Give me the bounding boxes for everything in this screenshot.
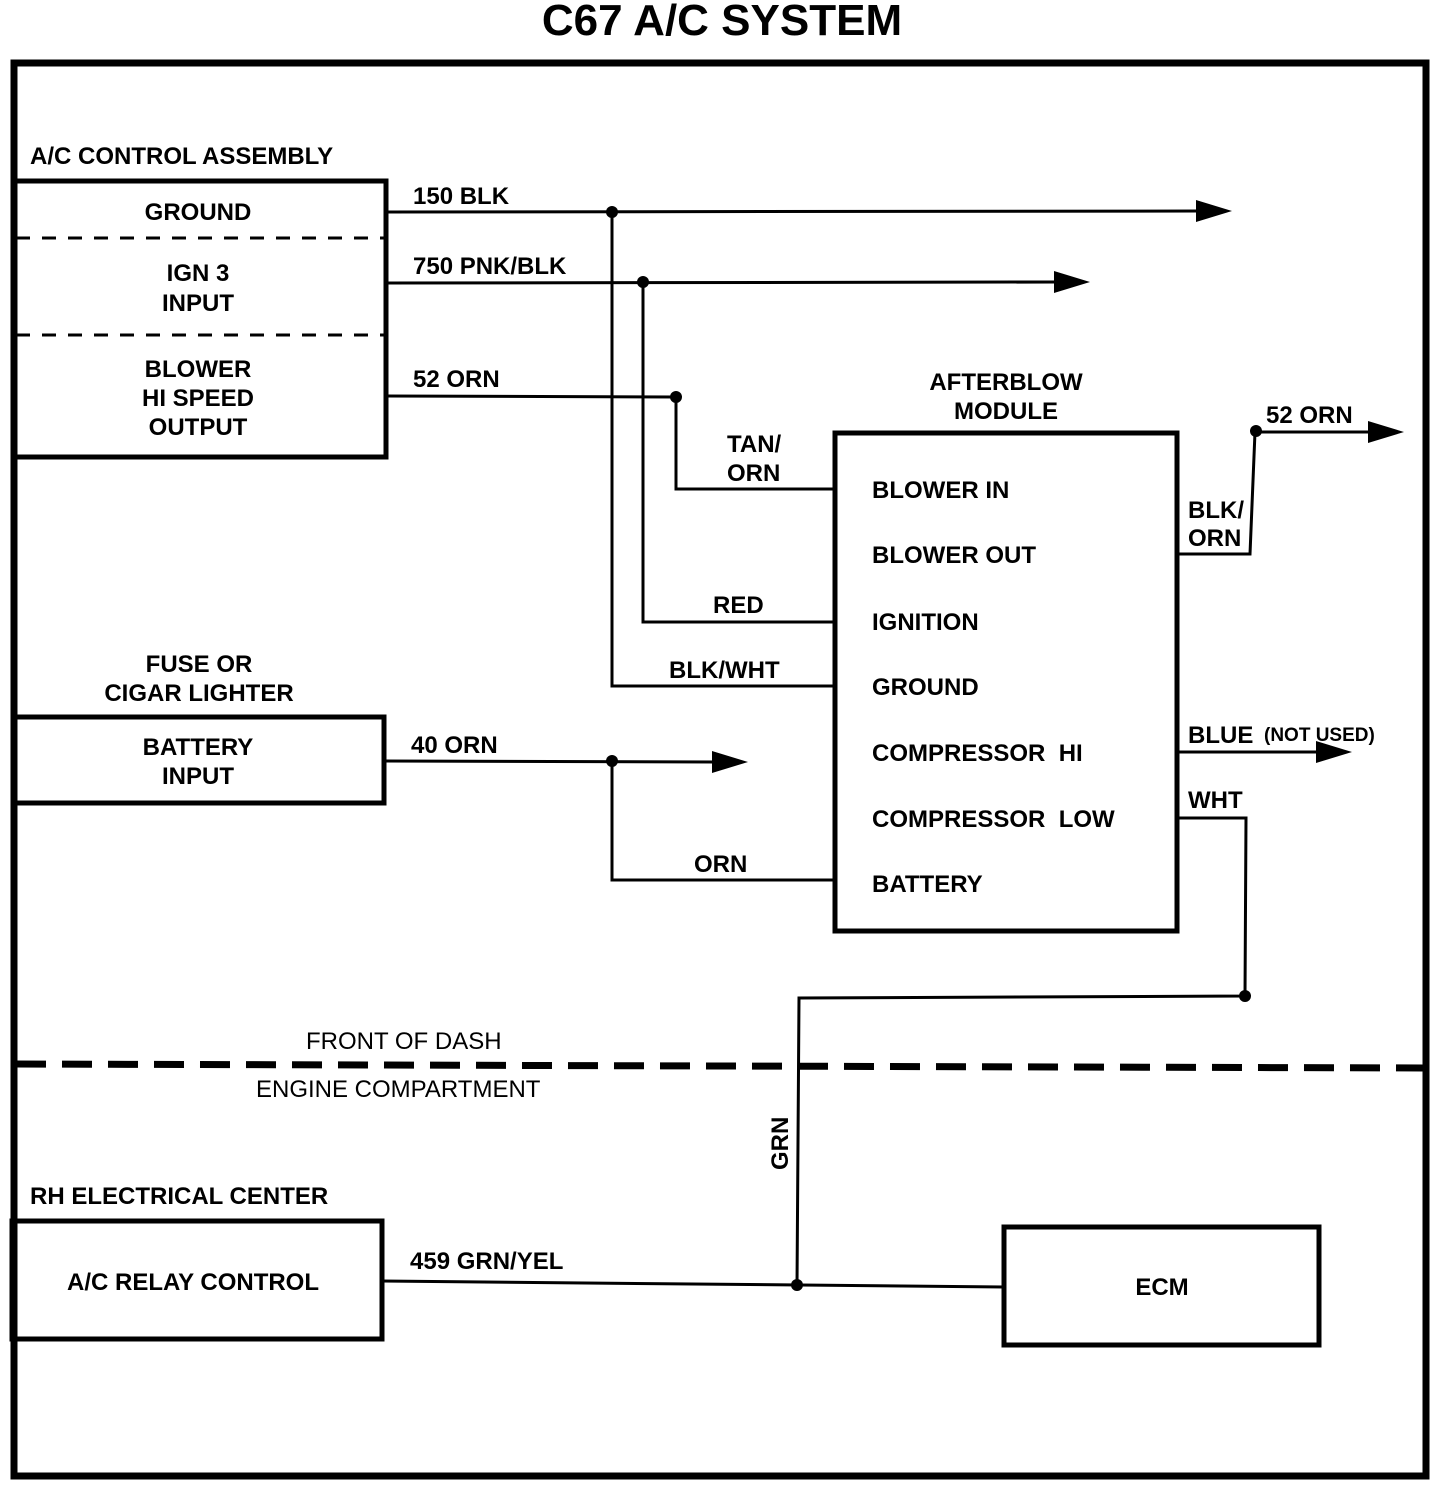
fuse-heading-line2: CIGAR LIGHTER xyxy=(104,680,293,707)
afterblow-pin-compressor-hi: COMPRESSOR HI xyxy=(872,740,1083,767)
dash-divider xyxy=(15,1060,1425,1072)
diagram-title: C67 A/C SYSTEM xyxy=(542,0,902,45)
wire-label-blue: BLUE xyxy=(1188,722,1253,749)
ecm-label: ECM xyxy=(1135,1274,1188,1301)
afterblow-pin-blower-out: BLOWER OUT xyxy=(872,542,1036,569)
wire-750-pnk-blk xyxy=(385,280,1059,285)
afterblow-pin-compressor-low: COMPRESSOR LOW xyxy=(872,806,1115,833)
ac-control-ign-line2: INPUT xyxy=(162,290,234,317)
ac-control-blower-line3: OUTPUT xyxy=(149,414,248,441)
wire-label-750-pnk-blk: 750 PNK/BLK xyxy=(413,253,567,280)
splice-52-orn-out xyxy=(1250,425,1262,437)
wire-label-blk-wht: BLK/WHT xyxy=(669,657,780,684)
label-front-of-dash: FRONT OF DASH xyxy=(306,1028,502,1055)
rh-center-heading: RH ELECTRICAL CENTER xyxy=(30,1183,328,1210)
ecm-box xyxy=(1001,1224,1322,1348)
afterblow-pin-battery: BATTERY xyxy=(872,871,983,898)
splice-459-grn-yel xyxy=(791,1279,803,1291)
afterblow-pin-ignition: IGNITION xyxy=(872,609,979,636)
wire-52-orn xyxy=(385,394,677,399)
wire-label-tan-line2: ORN xyxy=(727,460,780,487)
wire-label-150-blk: 150 BLK xyxy=(413,183,510,210)
wire-orn xyxy=(610,761,835,882)
wire-label-grn: GRN xyxy=(767,1117,794,1170)
wire-label-wht: WHT xyxy=(1188,787,1243,814)
afterblow-heading-line1: AFTERBLOW xyxy=(929,369,1083,396)
afterblow-pin-ground: GROUND xyxy=(872,674,979,701)
wire-label-tan-line1: TAN/ xyxy=(727,431,782,458)
splice-wht xyxy=(1239,990,1251,1002)
wire-label-459-grn-yel: 459 GRN/YEL xyxy=(410,1248,563,1275)
arrow-40-orn xyxy=(712,751,748,773)
rh-center-relay: A/C RELAY CONTROL xyxy=(67,1269,319,1296)
ac-control-blower-line2: HI SPEED xyxy=(142,385,254,412)
ac-control-heading: A/C CONTROL ASSEMBLY xyxy=(30,143,333,170)
wire-label-52-orn: 52 ORN xyxy=(413,366,500,393)
wire-red xyxy=(641,282,835,624)
afterblow-heading-line2: MODULE xyxy=(954,398,1058,425)
wire-150-blk xyxy=(385,209,1201,214)
wire-tan-orn xyxy=(674,397,835,491)
wire-blk-wht xyxy=(610,212,835,688)
fuse-battery-line2: INPUT xyxy=(162,763,234,790)
wire-40-orn xyxy=(383,759,717,764)
ac-control-ground: GROUND xyxy=(145,199,252,226)
ac-control-box xyxy=(11,178,389,460)
wire-label-blk-orn-line2: ORN xyxy=(1188,525,1241,552)
fuse-heading-line1: FUSE OR xyxy=(146,651,253,678)
wire-459-grn-yel xyxy=(381,1279,1005,1289)
ac-control-ign-line1: IGN 3 xyxy=(167,260,230,287)
rh-center-box xyxy=(9,1218,385,1342)
label-engine-compartment: ENGINE COMPARTMENT xyxy=(256,1076,541,1103)
afterblow-pin-blower-in: BLOWER IN xyxy=(872,477,1009,504)
fuse-battery-line1: BATTERY xyxy=(143,734,254,761)
afterblow-box xyxy=(832,430,1180,934)
wire-blk-orn xyxy=(1177,430,1372,556)
arrow-750-pnk-blk xyxy=(1054,271,1090,293)
arrow-blue xyxy=(1316,741,1352,763)
wire-label-40-orn: 40 ORN xyxy=(411,732,498,759)
arrow-52-orn-out xyxy=(1368,421,1404,443)
wire-label-orn: ORN xyxy=(694,851,747,878)
ac-control-blower-line1: BLOWER xyxy=(145,356,252,383)
wire-label-blk-orn-line1: BLK/ xyxy=(1188,497,1244,524)
arrow-150-blk xyxy=(1196,200,1232,222)
fuse-box xyxy=(11,714,387,806)
wire-label-not-used: (NOT USED) xyxy=(1264,725,1375,746)
wire-label-red: RED xyxy=(713,592,764,619)
wire-label-52-orn-out: 52 ORN xyxy=(1266,402,1353,429)
